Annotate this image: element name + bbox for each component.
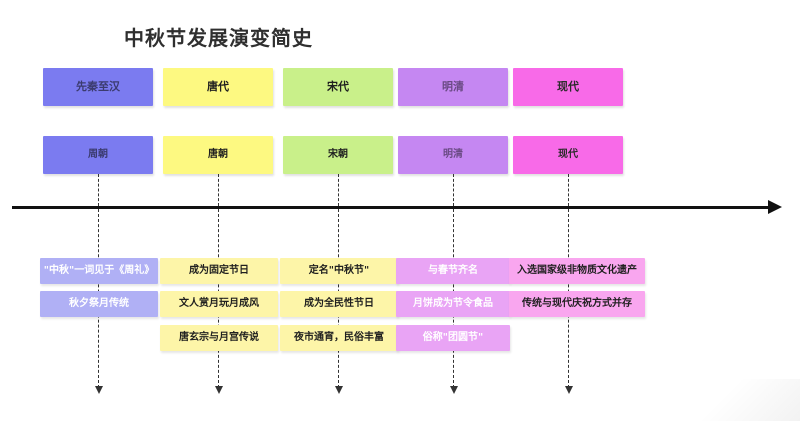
item-box-4-2: 月饼成为节令食品 [396,291,510,317]
dynasty-label-2: 唐朝 [208,149,228,161]
era-box-1: 先秦至汉 [43,68,153,106]
dynasty-label-4: 明清 [443,149,463,161]
item-box-2-3: 唐玄宗与月宫传说 [160,325,278,351]
page-title: 中秋节发展演变简史 [124,26,313,50]
era-label-1: 先秦至汉 [76,79,120,93]
item-box-1-1: "中秋"一词见于《周礼》 [40,258,158,284]
dynasty-label-3: 宋朝 [328,149,348,161]
dynasty-label-1: 周朝 [88,149,108,161]
item-label-2-2: 文人赏月玩月成风 [179,298,259,310]
era-box-3: 宋代 [283,68,393,106]
item-label-1-1: "中秋"一词见于《周礼》 [43,265,155,277]
connector-top-4 [453,174,454,206]
item-label-1-2: 秋夕祭月传统 [69,298,129,310]
item-label-4-1: 与春节齐名 [428,265,478,277]
down-arrow-icon-5 [565,386,573,394]
era-label-3: 宋代 [327,79,349,93]
item-box-3-3: 夜市通宵，民俗丰富 [280,325,398,351]
connector-top-5 [568,174,569,206]
era-box-4: 明清 [398,68,508,106]
item-box-5-1: 入选国家级非物质文化遗产 [509,258,645,284]
item-label-3-2: 成为全民性节日 [304,298,374,310]
item-box-4-1: 与春节齐名 [396,258,510,284]
era-box-5: 现代 [513,68,623,106]
down-arrow-icon-2 [215,386,223,394]
right-arrow-icon [768,200,782,214]
item-label-4-3: 俗称"团圆节" [422,332,484,344]
down-arrow-icon-4 [450,386,458,394]
item-label-5-2: 传统与现代庆祝方式并存 [522,298,632,310]
item-box-3-2: 成为全民性节日 [280,291,398,317]
dynasty-box-4: 明清 [398,136,508,174]
era-label-2: 唐代 [207,79,229,93]
dynasty-box-2: 唐朝 [163,136,273,174]
down-arrow-icon-3 [335,386,343,394]
connector-top-1 [98,174,99,206]
item-box-3-1: 定名"中秋节" [280,258,398,284]
era-label-5: 现代 [557,79,579,93]
era-box-2: 唐代 [163,68,273,106]
corner-shade [670,379,800,421]
item-label-5-1: 入选国家级非物质文化遗产 [517,265,637,277]
item-label-2-3: 唐玄宗与月宫传说 [179,332,259,344]
item-box-5-2: 传统与现代庆祝方式并存 [509,291,645,317]
dynasty-box-5: 现代 [513,136,623,174]
down-arrow-icon-1 [95,386,103,394]
item-label-4-2: 月饼成为节令食品 [413,298,493,310]
connector-top-2 [218,174,219,206]
dynasty-box-1: 周朝 [43,136,153,174]
item-box-1-2: 秋夕祭月传统 [40,291,158,317]
item-box-4-3: 俗称"团圆节" [396,325,510,351]
dynasty-box-3: 宋朝 [283,136,393,174]
item-label-3-1: 定名"中秋节" [308,265,370,277]
timeline-axis [12,206,772,209]
item-box-2-1: 成为固定节日 [160,258,278,284]
item-label-2-1: 成为固定节日 [189,265,249,277]
connector-top-3 [338,174,339,206]
dynasty-label-5: 现代 [558,149,578,161]
item-box-2-2: 文人赏月玩月成风 [160,291,278,317]
item-label-3-3: 夜市通宵，民俗丰富 [294,332,384,344]
era-label-4: 明清 [442,79,464,93]
